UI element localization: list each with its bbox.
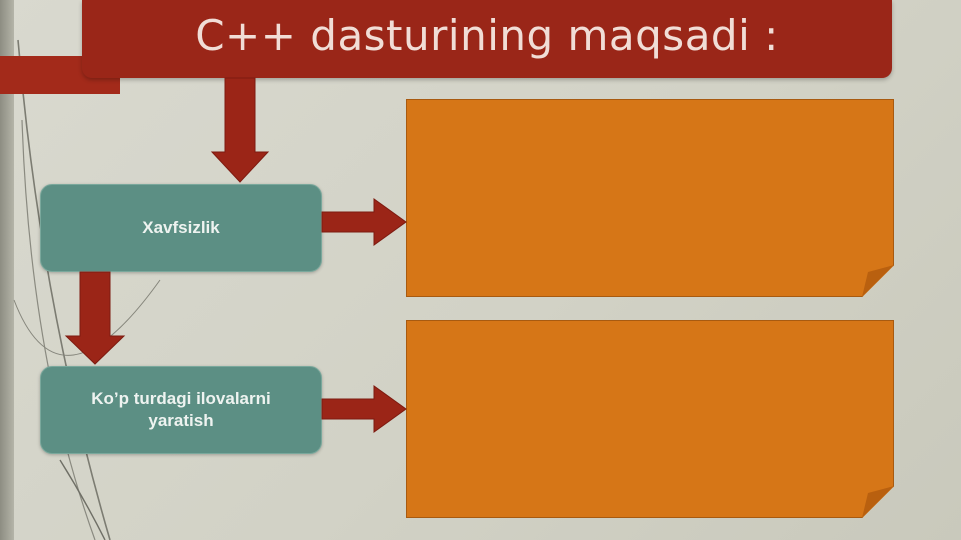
node-kop-turdagi-ilovalar: Ko’p turdagi ilovalarni yaratish (40, 366, 322, 454)
page-title: C++ dasturining maqsadi : (195, 10, 779, 60)
node-label: Xavfsizlik (142, 217, 220, 237)
node-xavfsizlik: Xavfsizlik (40, 184, 322, 272)
title-banner: C++ dasturining maqsadi : (82, 0, 892, 78)
note-card-2 (406, 320, 894, 518)
note-card-1 (406, 99, 894, 297)
node-label: Ko’p turdagi ilovalarni yaratish (91, 388, 271, 430)
left-edge-strip (0, 0, 14, 540)
